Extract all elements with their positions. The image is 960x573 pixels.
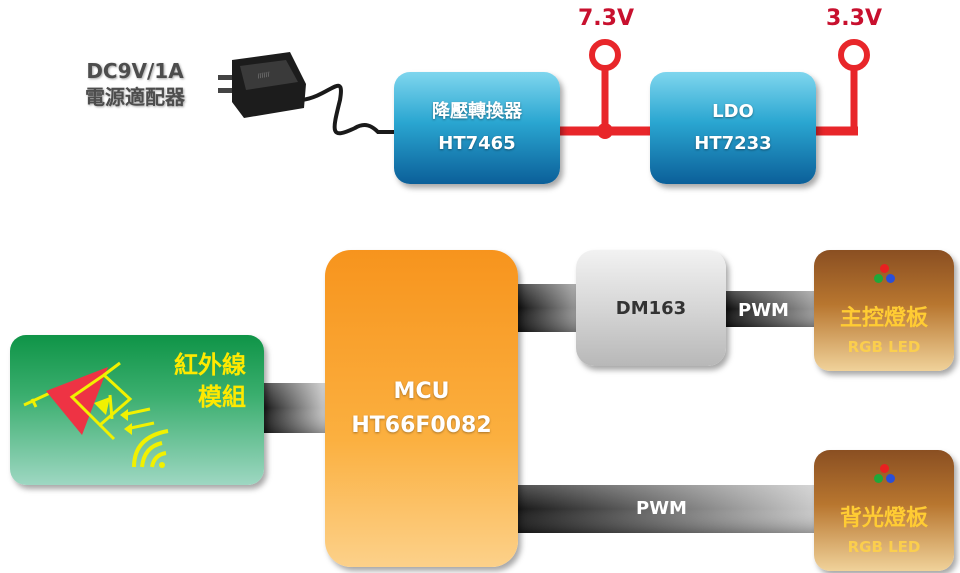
- adapter-label: DC9V/1A 電源適配器: [60, 58, 210, 110]
- rail-voltage-7v3: 7.3V: [578, 6, 634, 31]
- main-led-board: 主控燈板 RGB LED: [814, 250, 954, 371]
- ldo-label: LDO: [712, 101, 754, 122]
- bus-driver-to-main-board: [726, 291, 814, 327]
- ldo-block: LDO HT7233: [650, 72, 816, 184]
- test-point-7v3-icon: [589, 39, 621, 71]
- pwm-label-backlight: PWM: [636, 498, 687, 519]
- ldo-part: HT7233: [694, 133, 772, 154]
- main-board-title: 主控燈板: [839, 306, 928, 331]
- ir-module-block: 紅外線 模組: [10, 335, 264, 485]
- rgb-red-dot-icon: [880, 264, 889, 273]
- adapter-spec: DC9V/1A: [86, 59, 184, 83]
- pwm-label-main: PWM: [738, 300, 789, 321]
- adapter-cable: [301, 83, 395, 136]
- bus-mcu-to-driver: [518, 284, 578, 332]
- backlight-led-board: 背光燈板 RGB LED: [814, 450, 954, 571]
- rgb-red-dot-icon: [880, 464, 889, 473]
- rgb-blue-dot-icon: [886, 274, 895, 283]
- mcu-part: HT66F0082: [351, 412, 492, 438]
- backlight-board-title: 背光燈板: [839, 506, 928, 531]
- backlight-board-subtitle: RGB LED: [847, 538, 921, 556]
- bus-mcu-to-backlight: [518, 485, 814, 533]
- rgb-green-dot-icon: [874, 274, 883, 283]
- buck-converter-label: 降壓轉換器: [432, 101, 522, 122]
- mcu-label: MCU: [393, 378, 450, 404]
- ir-sensor-icon: [23, 361, 169, 468]
- led-driver-label: DM163: [615, 297, 687, 319]
- buck-converter-part: HT7465: [438, 133, 516, 154]
- rail-voltage-3v3: 3.3V: [826, 6, 882, 31]
- buck-converter-block: 降壓轉換器 HT7465: [394, 72, 560, 184]
- adapter-name: 電源適配器: [85, 85, 185, 109]
- ir-module-line1: 紅外線: [174, 351, 246, 379]
- led-driver-block: DM163: [576, 250, 726, 366]
- ir-module-line2: 模組: [198, 383, 246, 411]
- power-adapter-icon: //////: [218, 52, 306, 118]
- rgb-green-dot-icon: [874, 474, 883, 483]
- main-board-subtitle: RGB LED: [847, 338, 921, 356]
- ir-module-label: 紅外線 模組: [174, 349, 246, 413]
- power-rail: [560, 66, 858, 139]
- rgb-blue-dot-icon: [886, 474, 895, 483]
- svg-text://////: //////: [257, 71, 271, 80]
- bus-ir-to-mcu: [264, 383, 326, 433]
- test-point-3v3-icon: [838, 39, 870, 71]
- mcu-block: MCU HT66F0082: [325, 250, 518, 567]
